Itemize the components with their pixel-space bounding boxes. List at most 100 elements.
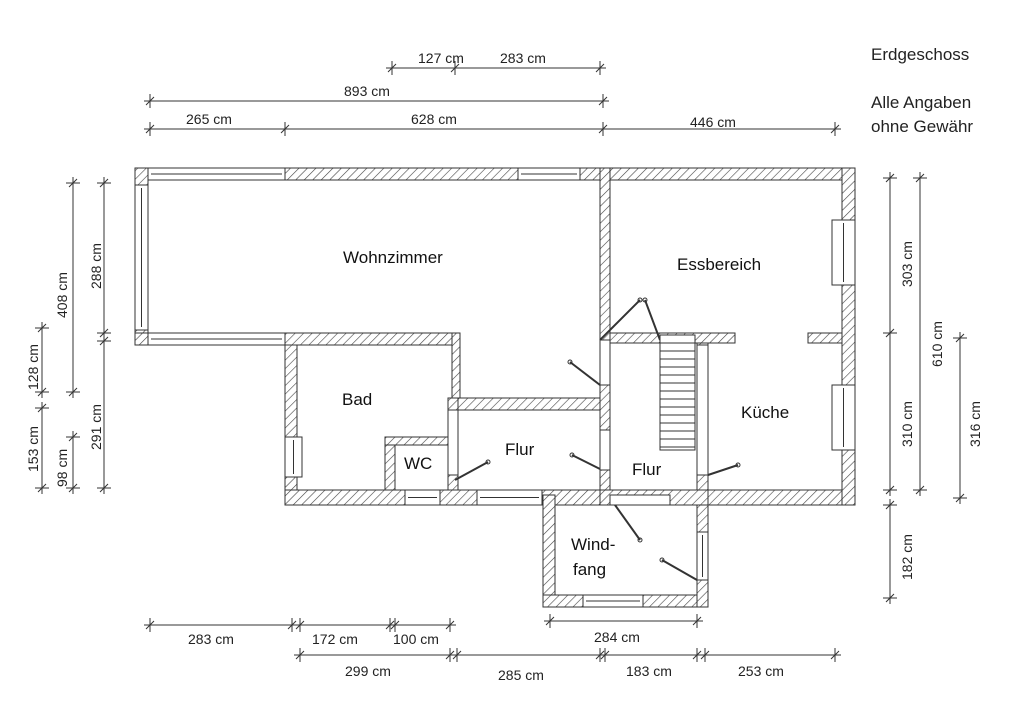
dimension-slash [280,124,290,134]
floor-title: Erdgeschoss [871,45,970,64]
door-leaf [661,559,698,581]
dim-left-288: 288 cm [88,243,104,289]
wall [807,332,843,344]
dimension-slash [598,96,608,106]
dimension-slash [692,650,702,660]
room-windfang-1: Wind- [571,535,615,554]
dimension-slash [452,650,462,660]
dim-bottom-100: 100 cm [393,631,439,647]
door-handle [637,297,643,303]
dim-bottom-284: 284 cm [594,629,640,645]
disclaimer-line-1: Alle Angaben [871,93,972,112]
dimension-slash [295,650,305,660]
dimension-slash [68,483,78,493]
door-leaf [569,361,601,386]
dim-right-303: 303 cm [899,241,915,287]
dim-left-291: 291 cm [88,404,104,450]
door-opening [696,344,709,476]
dimension-slash [692,616,702,626]
door-handle [485,459,491,465]
door-leaf [614,504,641,541]
windows [134,167,856,608]
dimension-slash [445,620,455,630]
dimension-slash [295,620,305,630]
dim-left-408: 408 cm [54,272,70,318]
room-bad: Bad [342,390,372,409]
door-handle [567,359,573,365]
dimension-slash [885,173,895,183]
wall [542,494,556,608]
dimension-slash [68,432,78,442]
dimension-slash [68,178,78,188]
dimension-slash [830,650,840,660]
dimension-slash [700,650,710,660]
stair-outline [659,334,696,451]
dim-bottom-283: 283 cm [188,631,234,647]
dim-top-446: 446 cm [690,114,736,130]
dim-top-283: 283 cm [500,50,546,66]
dimension-slash [955,493,965,503]
dimension-slash [37,387,47,397]
dimension-slash [145,96,155,106]
dimension-slash [885,328,895,338]
dimension-slash [915,485,925,495]
door-handle [569,452,575,458]
wall [284,332,298,506]
dimension-slash [598,124,608,134]
door-opening [447,409,459,476]
wall [451,397,611,411]
staircase [659,334,696,451]
room-flur-2: Flur [632,460,662,479]
dimension-slash [450,63,460,73]
dimension-slash [390,620,400,630]
dim-bottom-183: 183 cm [626,663,672,679]
dimension-slash [99,328,109,338]
dimension-slash [37,403,47,413]
dimension-slash [445,650,455,660]
dimension-slash [37,323,47,333]
dimension-slash [145,620,155,630]
dim-left-153: 153 cm [25,426,41,472]
dim-right-182: 182 cm [899,534,915,580]
doors [447,297,741,581]
dim-left-98: 98 cm [54,449,70,487]
room-flur-1: Flur [505,440,535,459]
dimension-slash [885,593,895,603]
dimension-slash [830,124,840,134]
room-wc: WC [404,454,432,473]
dim-bottom-285: 285 cm [498,667,544,683]
wall [284,489,856,506]
dim-bottom-172: 172 cm [312,631,358,647]
dimension-slash [385,620,395,630]
door-leaf [644,299,661,341]
dimension-slash [287,620,297,630]
dim-left-128: 128 cm [25,344,41,390]
dimension-slash [99,483,109,493]
door-leaf [571,454,603,471]
room-essbereich: Essbereich [677,255,761,274]
room-kueche: Küche [741,403,789,422]
door-opening [609,494,671,506]
door-leaf [707,464,739,476]
door-handle [735,462,741,468]
dimension-slash [387,63,397,73]
dim-top-628: 628 cm [411,111,457,127]
dimension-slash [595,63,605,73]
room-wohnzimmer: Wohnzimmer [343,248,443,267]
dim-bottom-299: 299 cm [345,663,391,679]
dimension-slash [37,483,47,493]
door-leaf [599,299,641,341]
dimension-slash [68,387,78,397]
dim-top-127: 127 cm [418,50,464,66]
dim-top-265: 265 cm [186,111,232,127]
disclaimer-line-2: ohne Gewähr [871,117,974,136]
dimension-slash [595,650,605,660]
dim-bottom-253: 253 cm [738,663,784,679]
walls [134,167,856,608]
door-opening [599,339,611,386]
dimension-slash [545,616,555,626]
wall [284,332,461,346]
dim-right-316: 316 cm [967,401,983,447]
dimension-slash [145,124,155,134]
